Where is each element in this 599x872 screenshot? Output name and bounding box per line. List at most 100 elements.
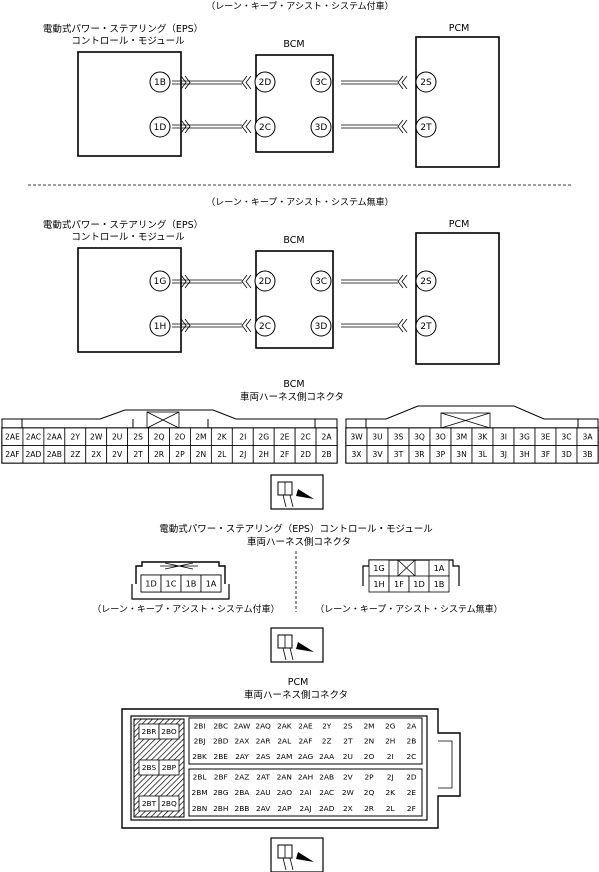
top-eps-label-1: 電動式パワー・ステアリング（EPS） xyxy=(43,23,203,35)
pcm-b2-pin-2ap: 2AP xyxy=(277,804,292,813)
bottom-bcm-label: BCM xyxy=(283,235,304,246)
bcm-left-pin-2k: 2K xyxy=(217,432,228,441)
pcm-b1-pin-2t: 2T xyxy=(343,737,353,746)
pcm-b2-pin-2aj: 2AJ xyxy=(300,804,312,813)
pcm-b2-pin-2f: 2F xyxy=(407,804,416,813)
pcm-b2-pin-2l: 2L xyxy=(386,804,396,813)
bcm-left-pin-2g: 2G xyxy=(258,432,269,441)
eps-right-pin-1h: 1H xyxy=(373,579,384,589)
top-eps-pin-1 xyxy=(149,71,171,93)
top-pcm-label: PCM xyxy=(449,23,470,34)
top-bcm-box xyxy=(255,54,334,153)
pcm-b2-pin-2r: 2R xyxy=(364,804,374,813)
pcm-b2-pin-2at: 2AT xyxy=(256,772,270,781)
top-wire-2 xyxy=(172,119,408,134)
bcm-left-pin-2ab: 2AB xyxy=(47,450,62,459)
pcm-b2-pin-2az: 2AZ xyxy=(235,772,250,781)
bcm-right-pin-3r: 3R xyxy=(414,450,425,459)
bcm-right-pin-3m: 3M xyxy=(456,432,467,441)
pcm-b1-pin-2ae: 2AE xyxy=(298,721,313,730)
bcm-right-pin-3b-cavity xyxy=(576,445,599,464)
top-eps-box xyxy=(77,51,182,157)
eps-left-caption: （レーン・キープ・アシスト・システム付車） xyxy=(92,603,279,615)
bottom-eps-pin-1-label: 1G xyxy=(154,277,167,287)
bcm-left-pin-2j: 2J xyxy=(239,450,246,459)
top-pcm-pin-1 xyxy=(415,71,437,93)
bcm-left-pin-2ad: 2AD xyxy=(25,450,41,459)
bcm-left-pin-2ac: 2AC xyxy=(26,432,41,441)
pcm-b2-pin-2au: 2AU xyxy=(256,788,271,797)
pcm-b2-pin-2j: 2J xyxy=(387,772,394,781)
pcm-b2-pin-2bg: 2BG xyxy=(213,788,229,797)
pcm-b2-pin-2ab: 2AB xyxy=(319,772,334,781)
pcm-side-pin-2bp: 2BP xyxy=(162,763,177,772)
pcm-b1-pin-2ax: 2AX xyxy=(235,737,250,746)
eps-right-pin-1f: 1F xyxy=(394,579,404,589)
bottom-bcm-left-pin-2 xyxy=(254,315,276,337)
pcm-b1-pin-2z: 2Z xyxy=(322,737,332,746)
bcm-right-pin-3q: 3Q xyxy=(414,432,425,441)
bcm-right-pin-3k: 3K xyxy=(478,432,489,441)
top-bcm-left-pin-1-label: 2D xyxy=(259,78,272,88)
bottom-eps-pin-2 xyxy=(149,315,171,337)
pcm-connector-title-2: 車両ハーネス側コネクタ xyxy=(244,689,348,701)
bcm-right-pin-3e: 3E xyxy=(541,432,551,441)
top-pcm-pin-2 xyxy=(415,116,437,138)
bcm-left-pin-2m: 2M xyxy=(195,432,206,441)
pcm-side-pin-2bs: 2BS xyxy=(142,763,157,772)
top-bcm-left-pin-2-label: 2C xyxy=(259,123,271,133)
top-eps-pin-2 xyxy=(149,116,171,138)
pcm-b2-pin-2v: 2V xyxy=(343,772,353,781)
pcm-b2-pin-2e: 2E xyxy=(407,788,417,797)
pcm-b1-pin-2aa: 2AA xyxy=(319,752,334,761)
top-bcm-label: BCM xyxy=(283,39,304,50)
bcm-left-pin-2l: 2L xyxy=(217,450,227,459)
pcm-b1-pin-2h: 2H xyxy=(385,737,395,746)
pcm-side-pin-2bt: 2BT xyxy=(142,799,157,808)
pcm-side-pin-2bq: 2BQ xyxy=(161,799,177,808)
pcm-b1-pin-2b: 2B xyxy=(407,737,417,746)
bcm-left-pin-2z: 2Z xyxy=(70,450,80,459)
top-bcm-right-pin-1-label: 3C xyxy=(315,78,327,88)
bcm-left-pin-2r: 2R xyxy=(154,450,165,459)
bottom-pcm-pin-1 xyxy=(415,270,437,292)
top-eps-pin-2-label: 1D xyxy=(154,123,167,133)
pcm-b1-pin-2af: 2AF xyxy=(298,737,312,746)
bcm-left-pin-2h: 2H xyxy=(258,450,269,459)
bcm-right-pin-3d: 3D xyxy=(561,450,572,459)
top-caption: （レーン・キープ・アシスト・システム付車） xyxy=(206,0,393,12)
bcm-right-pin-3b: 3B xyxy=(582,450,592,459)
eps-connector-title-1: 電動式パワー・ステアリング（EPS）コントロール・モジュール xyxy=(159,523,433,535)
pcm-b1-pin-2bj: 2BJ xyxy=(194,737,206,746)
bottom-caption: （レーン・キープ・アシスト・システム無車） xyxy=(206,196,393,208)
pcm-b1-pin-2ag: 2AG xyxy=(298,752,314,761)
pcm-block-1 xyxy=(188,717,423,765)
top-bcm-right-pin-1 xyxy=(310,71,332,93)
pcm-b1-pin-2o: 2O xyxy=(364,752,375,761)
bcm-left-pin-2f: 2F xyxy=(280,450,289,459)
bcm-right-pin-3c: 3C xyxy=(561,432,571,441)
pcm-b2-pin-2x: 2X xyxy=(343,804,353,813)
bcm-right-pin-3f: 3F xyxy=(541,450,550,459)
pcm-b1-pin-2be: 2BE xyxy=(214,752,229,761)
bcm-left-pin-2ae: 2AE xyxy=(5,432,20,441)
top-eps-pin-1-label: 1B xyxy=(154,78,166,88)
pcm-b2-pin-2ac: 2AC xyxy=(319,788,334,797)
pcm-b1-pin-2i: 2I xyxy=(387,752,394,761)
pcm-b1-pin-2ay: 2AY xyxy=(235,752,249,761)
eps-right-pin-1g: 1G xyxy=(373,563,385,573)
pcm-b1-pin-2s: 2S xyxy=(343,721,353,730)
bottom-eps-pin-2-label: 1H xyxy=(154,322,167,332)
bottom-eps-box xyxy=(77,247,182,353)
pcm-b1-pin-2ak: 2AK xyxy=(277,721,292,730)
bcm-left-pin-2b: 2B xyxy=(322,450,332,459)
eps-right-caption: （レーン・キープ・アシスト・システム無車） xyxy=(315,603,502,615)
bottom-bcm-left-pin-1-label: 2D xyxy=(259,277,272,287)
pcm-b1-pin-2am: 2AM xyxy=(276,752,292,761)
bottom-pcm-pin-2-label: 2T xyxy=(420,322,432,332)
